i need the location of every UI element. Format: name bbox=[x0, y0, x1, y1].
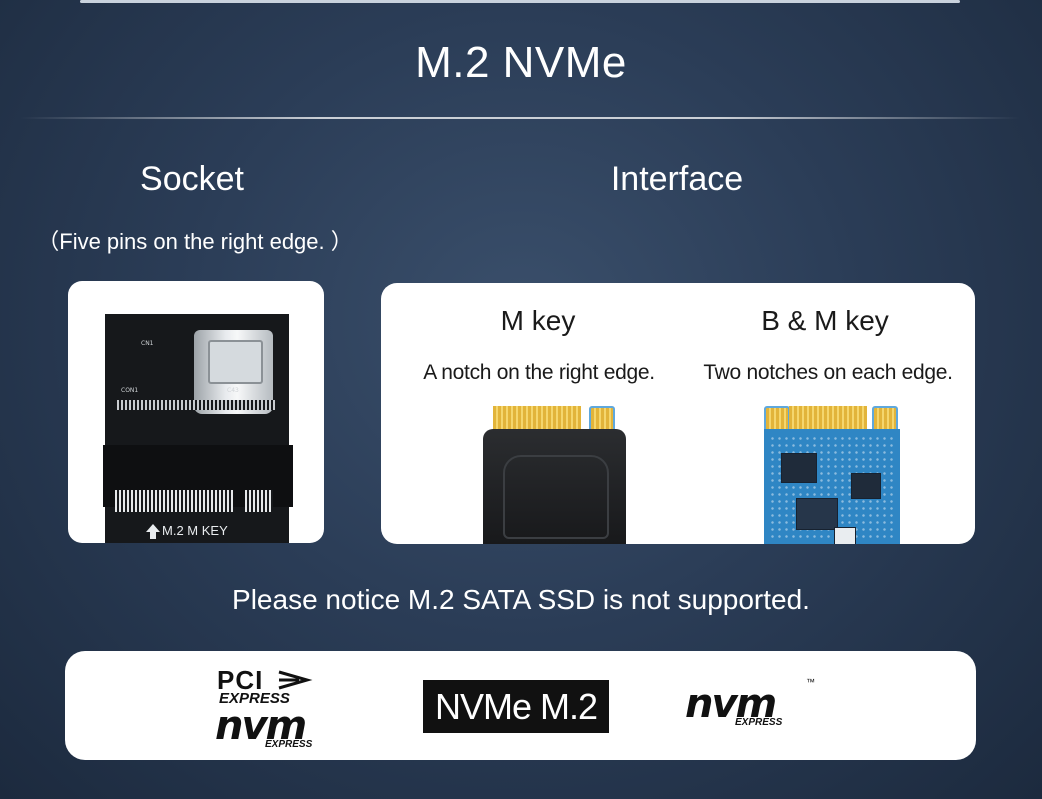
title-divider bbox=[20, 117, 1020, 119]
page-title: M.2 NVMe bbox=[415, 38, 627, 87]
pci-chevron-icon bbox=[278, 670, 313, 690]
nvme-m2-badge: NVMe M.2 bbox=[423, 680, 609, 733]
arrow-up-icon bbox=[146, 524, 160, 532]
bm-key-description: Two notches on each edge. bbox=[703, 361, 953, 384]
sata-not-supported-notice: Please notice M.2 SATA SSD is not suppor… bbox=[232, 584, 810, 615]
bm-key-title: B & M key bbox=[761, 305, 889, 336]
interface-card: M key A notch on the right edge. B & M k… bbox=[381, 283, 975, 544]
silk-label-con1: CON1 bbox=[121, 387, 139, 394]
socket-heading: Socket bbox=[140, 160, 244, 198]
top-border-line bbox=[80, 0, 960, 3]
m-key-title: M key bbox=[500, 305, 576, 336]
interface-heading: Interface bbox=[610, 160, 744, 198]
silk-label-cn1: CN1 bbox=[141, 340, 154, 347]
m-key-description: A notch on the right edge. bbox=[423, 361, 655, 384]
socket-card: CN1 CON1 C43 M.2 M KEY bbox=[68, 281, 324, 543]
m-key-label: M.2 M KEY bbox=[162, 523, 228, 538]
pci-express-nvm-logo: PCI EXPRESS nvm EXPRESS bbox=[215, 665, 313, 750]
silk-label-c43: C43 bbox=[227, 387, 239, 394]
nvm-express-logo: nvm EXPRESS ™ bbox=[685, 677, 815, 728]
logos-card: PCI EXPRESS nvm EXPRESS NVMe M.2 nvm EXP… bbox=[65, 651, 976, 760]
socket-note: （Five pins on the right edge. ） bbox=[37, 229, 353, 254]
adapter-board-image: CN1 CON1 C43 bbox=[103, 314, 293, 543]
